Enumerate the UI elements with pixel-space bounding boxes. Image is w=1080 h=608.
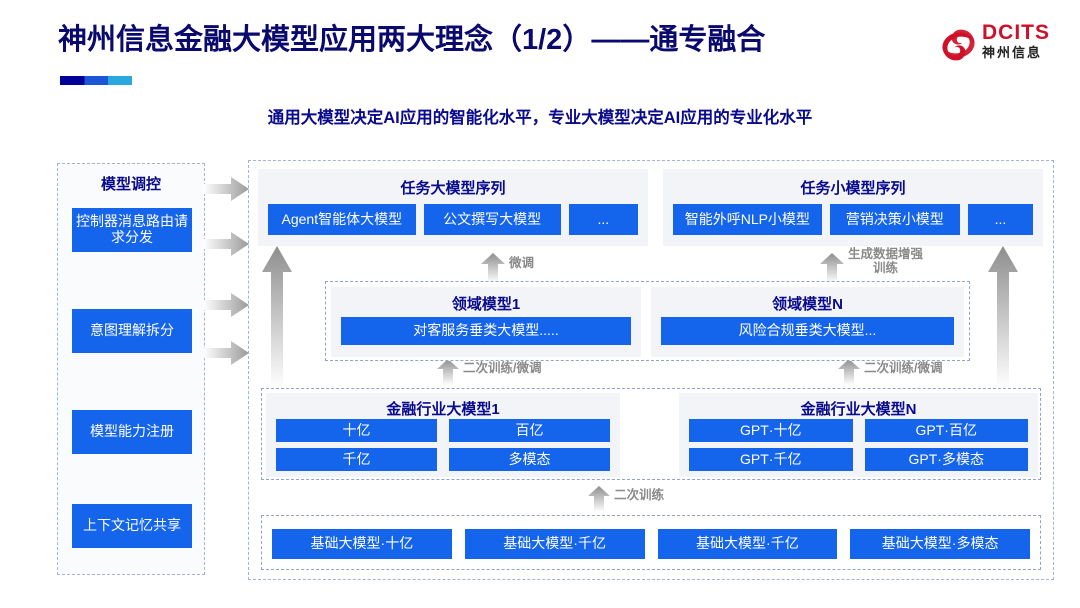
arrow-label-data-augmentation: 生成数据增强 训练 xyxy=(848,247,924,276)
finance-chip-gpt-10b[interactable]: GPT·百亿 xyxy=(864,419,1028,442)
finance-chip-gpt-multimodal[interactable]: GPT·多模态 xyxy=(864,448,1028,471)
up-arrow-data-augmentation xyxy=(820,253,844,283)
page-title: 神州信息金融大模型应用两大理念（1/2）——通专融合 xyxy=(58,24,766,56)
finance-chip-multimodal[interactable]: 多模态 xyxy=(449,448,610,471)
page-subtitle: 通用大模型决定AI应用的智能化水平，专业大模型决定AI应用的专业化水平 xyxy=(267,109,813,127)
arrow-label-retrain-left: 二次训练/微调 xyxy=(463,361,542,375)
logo-text-block: DCITS 神州信息 xyxy=(982,22,1050,61)
task-chip-agent[interactable]: Agent智能体大模型 xyxy=(268,204,416,235)
task-large-model-panel: 任务大模型序列 Agent智能体大模型 公文撰写大模型 ... xyxy=(258,169,648,246)
finance-chip-gpt-100b[interactable]: GPT·千亿 xyxy=(689,448,853,471)
sidebar-item-controller-routing[interactable]: 控制器消息路由请求分发 xyxy=(72,208,192,252)
task-large-model-chip-row: Agent智能体大模型 公文撰写大模型 ... xyxy=(258,204,648,245)
finance-chip-100b[interactable]: 千亿 xyxy=(276,448,437,471)
up-arrow-retrain-base xyxy=(588,486,610,512)
task-small-model-panel-title: 任务小模型序列 xyxy=(800,180,906,197)
base-chip-multimodal[interactable]: 基础大模型·多模态 xyxy=(850,529,1030,559)
up-arrow-retrain-left xyxy=(437,359,459,385)
base-chip-1b[interactable]: 基础大模型·十亿 xyxy=(272,529,452,559)
feeder-arrow-1 xyxy=(203,177,249,201)
model-control-sidebar: 模型调控 控制器消息路由请求分发 意图理解拆分 模型能力注册 上下文记忆共享 xyxy=(57,163,205,575)
sidebar-item-context-memory[interactable]: 上下文记忆共享 xyxy=(72,504,192,548)
finance-model-n-box: 金融行业大模型N GPT·十亿 GPT·百亿 GPT·千亿 GPT·多模态 xyxy=(679,393,1038,477)
finance-chip-1b[interactable]: 十亿 xyxy=(276,419,437,442)
task-large-model-panel-title: 任务大模型序列 xyxy=(400,180,506,197)
finance-model-1-grid: 十亿 百亿 千亿 多模态 xyxy=(276,419,610,471)
finance-model-n-grid: GPT·十亿 GPT·百亿 GPT·千亿 GPT·多模态 xyxy=(689,419,1028,471)
logo-brand-chinese: 神州信息 xyxy=(982,45,1043,60)
finance-model-1-title: 金融行业大模型1 xyxy=(386,401,500,418)
base-chip-100b-a[interactable]: 基础大模型·千亿 xyxy=(464,529,645,559)
feeder-arrow-2 xyxy=(203,232,249,256)
sidebar-title: 模型调控 xyxy=(100,176,161,193)
task-small-model-panel: 任务小模型序列 智能外呼NLP小模型 营销决策小模型 ... xyxy=(663,169,1043,246)
base-chip-100b-b[interactable]: 基础大模型·千亿 xyxy=(657,529,838,559)
finance-chip-10b[interactable]: 百亿 xyxy=(449,419,610,442)
task-chip-more[interactable]: ... xyxy=(568,204,638,235)
up-arrow-retrain-right xyxy=(838,359,860,385)
domain-model-region: 领域模型1 对客服务垂类大模型..... 领域模型N 风险合规垂类大模型... xyxy=(325,281,970,361)
arrow-label-finetune: 微调 xyxy=(509,256,535,270)
finance-model-region: 金融行业大模型1 十亿 百亿 千亿 多模态 金融行业大模型N GPT·十亿 GP… xyxy=(261,388,1041,480)
feeder-arrow-3 xyxy=(203,293,249,317)
task-chip-doc[interactable]: 公文撰写大模型 xyxy=(423,204,561,235)
feeder-arrow-4 xyxy=(203,341,249,365)
up-arrow-right-tall xyxy=(988,246,1018,388)
sidebar-item-capability-registry[interactable]: 模型能力注册 xyxy=(72,410,192,454)
task-chip-more[interactable]: ... xyxy=(967,204,1033,235)
domain-model-n-title: 领域模型N xyxy=(772,296,843,313)
domain-model-1-chip[interactable]: 对客服务垂类大模型..... xyxy=(341,317,631,345)
logo-brand-latin: DCITS xyxy=(982,21,1050,44)
finance-model-1-box: 金融行业大模型1 十亿 百亿 千亿 多模态 xyxy=(266,393,620,477)
up-arrow-finetune xyxy=(481,253,505,283)
task-chip-marketing[interactable]: 营销决策小模型 xyxy=(829,204,960,235)
domain-model-1-title: 领域模型1 xyxy=(451,296,521,313)
finance-model-n-title: 金融行业大模型N xyxy=(800,401,917,418)
finance-chip-gpt-1b[interactable]: GPT·十亿 xyxy=(689,419,853,442)
domain-model-n-chip[interactable]: 风险合规垂类大模型... xyxy=(661,317,954,345)
domain-model-1-box: 领域模型1 对客服务垂类大模型..... xyxy=(331,287,641,357)
dcits-swirl-icon xyxy=(942,29,975,61)
arrow-label-retrain-base: 二次训练 xyxy=(614,488,665,502)
task-chip-nlp-outbound[interactable]: 智能外呼NLP小模型 xyxy=(673,204,822,235)
task-small-model-chip-row: 智能外呼NLP小模型 营销决策小模型 ... xyxy=(663,204,1043,245)
domain-model-n-box: 领域模型N 风险合规垂类大模型... xyxy=(651,287,964,357)
arrow-label-retrain-right: 二次训练/微调 xyxy=(864,361,943,375)
up-arrow-left-tall xyxy=(262,246,292,388)
base-model-row: 基础大模型·十亿 基础大模型·千亿 基础大模型·千亿 基础大模型·多模态 xyxy=(272,529,1030,559)
title-underline-rule xyxy=(60,76,132,85)
company-logo: DCITS 神州信息 xyxy=(938,20,1066,74)
architecture-outer-region xyxy=(248,160,1054,580)
base-model-region: 基础大模型·十亿 基础大模型·千亿 基础大模型·千亿 基础大模型·多模态 xyxy=(261,515,1041,570)
sidebar-item-intent-parsing[interactable]: 意图理解拆分 xyxy=(72,309,192,353)
